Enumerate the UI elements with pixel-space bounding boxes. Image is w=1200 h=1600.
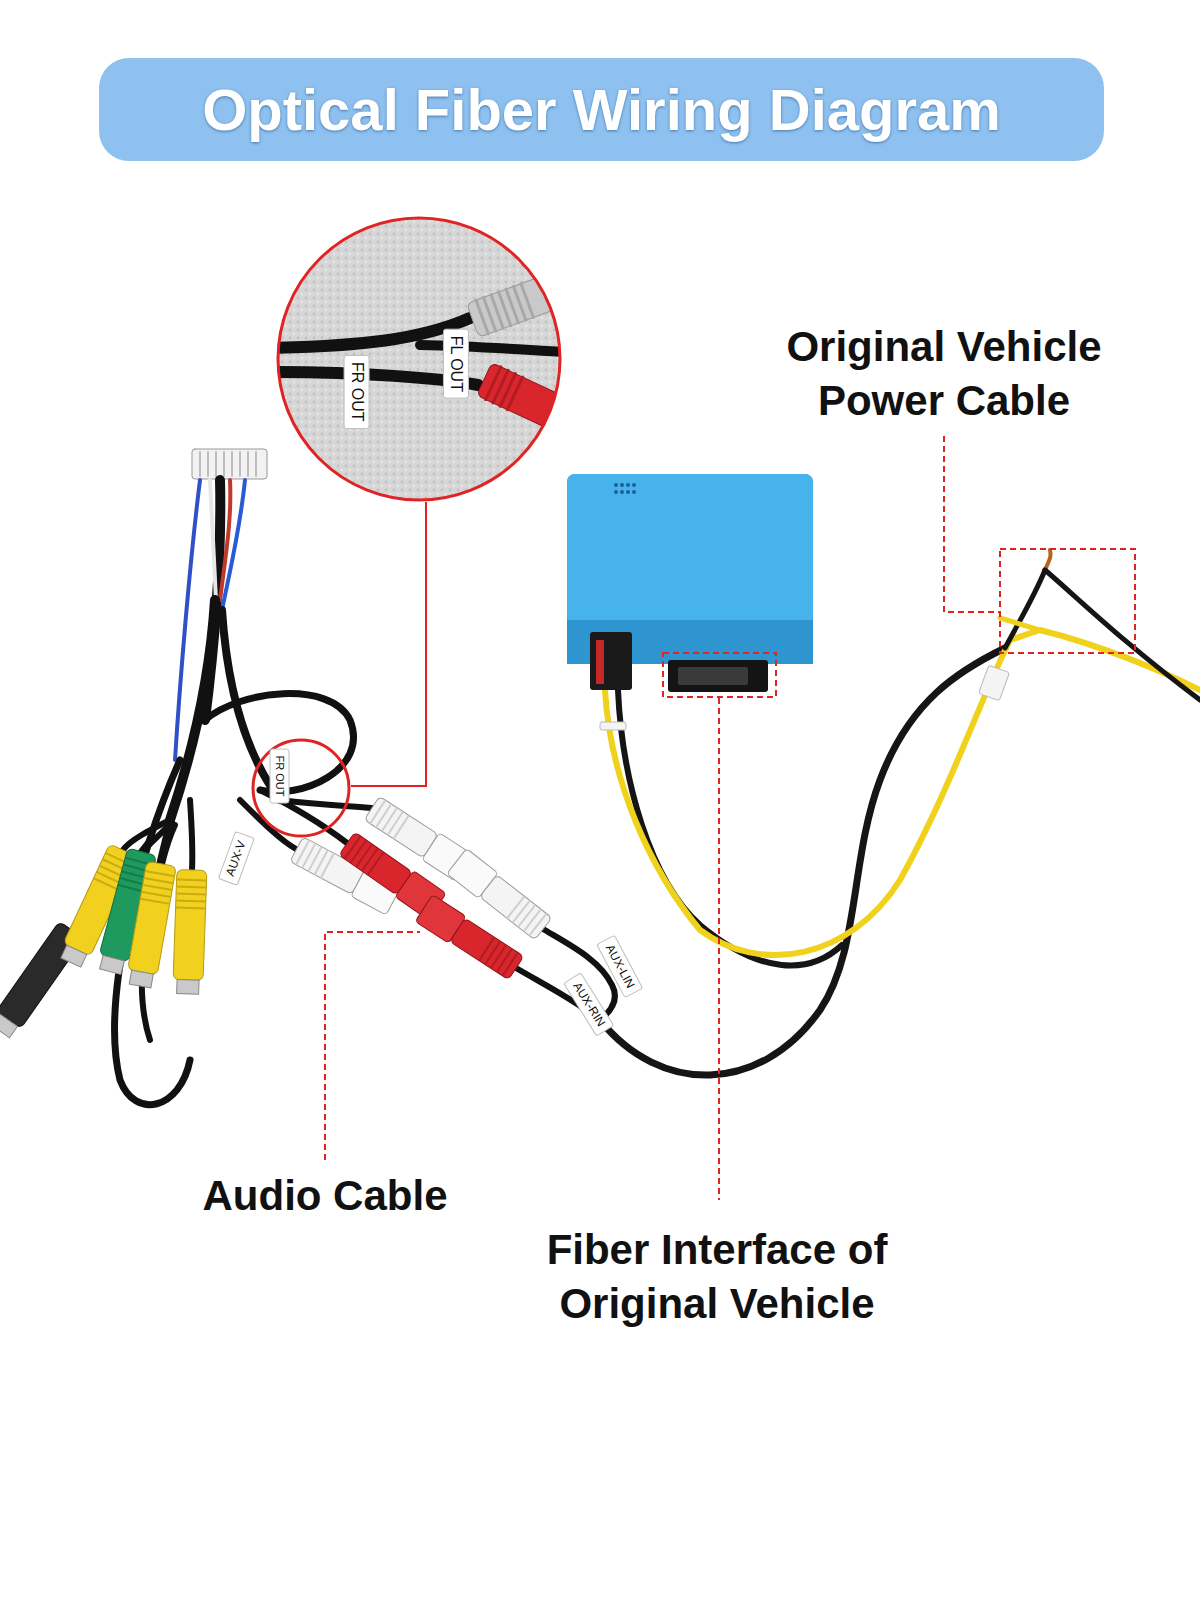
title-banner: Optical Fiber Wiring Diagram	[99, 58, 1104, 161]
rca-plugs-audio	[345, 836, 384, 875]
fiber-converter-module	[567, 474, 813, 624]
zoom-inset	[278, 218, 560, 500]
callout-label: Fiber Interface of Original Vehicle	[507, 1223, 927, 1332]
audio-harness	[162, 825, 175, 864]
fiber-converter-module	[590, 632, 632, 690]
power-wires	[600, 722, 626, 730]
rca-plugs-audio	[450, 918, 524, 980]
power-wires	[1045, 550, 1051, 570]
rca-plugs-audio	[415, 895, 525, 982]
fiber-converter-module	[614, 490, 618, 494]
cable-tag: AUX-LIN	[595, 934, 643, 998]
rca-plugs-video	[125, 861, 176, 988]
audio-harness	[192, 449, 267, 479]
rca-plugs-video	[173, 870, 207, 981]
rca-plugs-audio	[370, 800, 409, 839]
callout-label: Original Vehicle Power Cable	[734, 320, 1154, 429]
zoom-inset	[420, 345, 565, 352]
cable-tag: AUX-V	[217, 831, 254, 886]
callout-markers	[944, 436, 1000, 612]
rca-plugs-video	[173, 870, 207, 995]
rca-plugs-video	[61, 945, 87, 967]
fiber-converter-module	[632, 490, 636, 494]
audio-harness	[170, 600, 215, 820]
callout-markers	[1000, 549, 1135, 653]
fiber-converter-module	[614, 483, 618, 487]
zoom-inset	[476, 284, 533, 334]
fiber-converter-module	[632, 483, 636, 487]
cable-tag: AUX-RIN	[562, 972, 614, 1037]
power-wires	[600, 648, 1005, 1075]
fiber-converter-module	[620, 483, 624, 487]
zoom-inset	[278, 218, 560, 500]
fiber-converter-module	[626, 490, 630, 494]
rca-plugs-video	[177, 980, 199, 995]
power-wires	[1045, 570, 1200, 700]
callout-markers	[718, 698, 720, 1200]
power-wires	[605, 630, 1200, 955]
fiber-converter-module	[596, 640, 604, 684]
cable-tag: FR OUT	[269, 749, 289, 804]
audio-harness	[200, 452, 256, 476]
callout-markers	[325, 932, 420, 1160]
rca-plugs-audio	[296, 840, 334, 878]
audio-harness	[190, 800, 192, 870]
rca-plugs-audio	[479, 937, 518, 976]
fiber-converter-module	[668, 660, 768, 692]
rca-plugs-video	[129, 970, 153, 988]
rca-plugs-audio	[507, 896, 546, 935]
rca-plugs-video	[140, 871, 174, 904]
callout-label: Audio Cable	[165, 1169, 485, 1224]
rca-plugs-video	[0, 1014, 17, 1038]
zoom-inset	[486, 367, 523, 410]
highlight-circle	[253, 740, 349, 836]
power-wires	[618, 690, 842, 965]
audio-harness	[222, 480, 245, 610]
zoom-inset	[270, 218, 573, 500]
rca-plugs-audio	[480, 875, 552, 940]
callout-markers	[663, 653, 776, 697]
rca-plugs-video	[128, 861, 177, 975]
cable-tag: FR OUT	[344, 355, 370, 429]
zoom-inset	[270, 273, 573, 434]
power-wires	[979, 665, 1010, 701]
callout-markers	[325, 436, 1135, 1200]
rca-plugs-video	[100, 955, 125, 974]
cable-tag: FL OUT	[443, 329, 469, 399]
fiber-converter-module	[614, 483, 636, 494]
fiber-converter-module	[567, 474, 813, 692]
rca-plugs-video	[176, 880, 207, 909]
fiber-converter-module	[678, 667, 748, 685]
rca-plugs-audio	[339, 832, 412, 895]
zoom-leader	[351, 502, 426, 786]
rca-plugs-audio	[289, 795, 553, 982]
title: Optical Fiber Wiring Diagram	[202, 76, 1001, 143]
fiber-converter-module	[620, 490, 624, 494]
power-wires	[1005, 570, 1045, 648]
audio-harness	[210, 480, 216, 600]
audio-harness	[72, 449, 615, 1105]
fiber-converter-module	[626, 483, 630, 487]
rca-plugs-video	[0, 844, 207, 1040]
power-wires	[1000, 618, 1046, 632]
